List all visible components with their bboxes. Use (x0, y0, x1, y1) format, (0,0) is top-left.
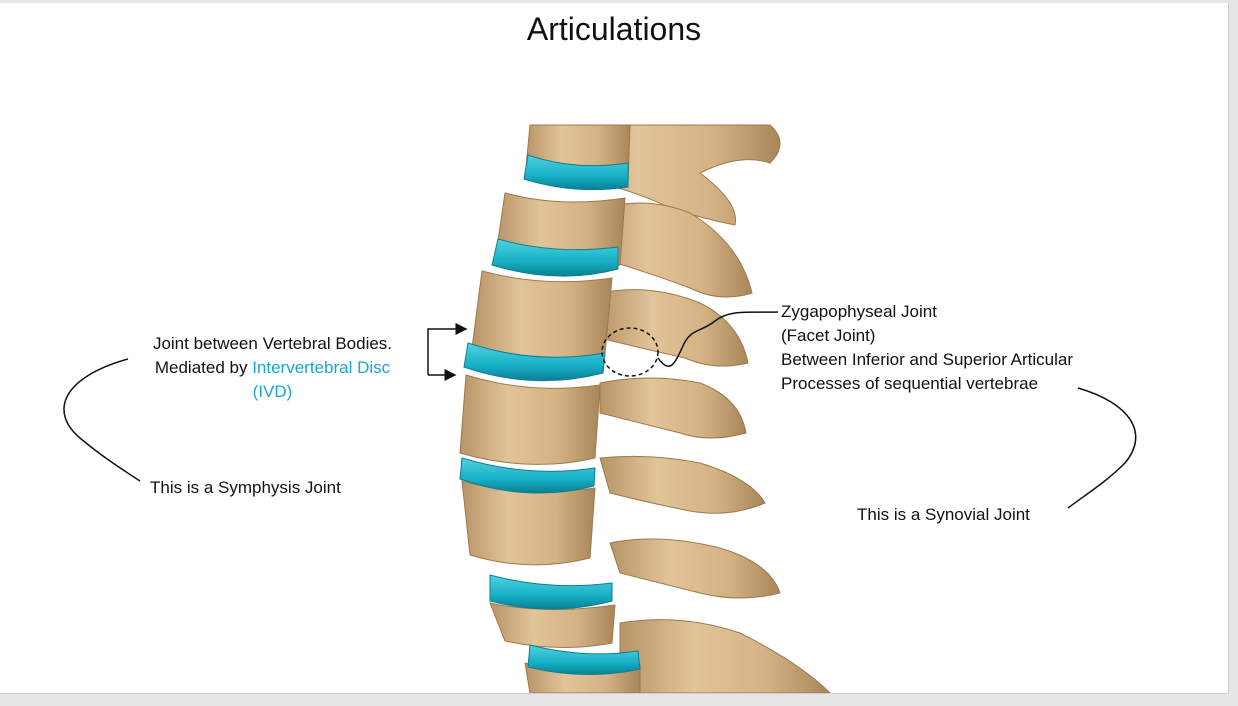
right-label-line2: (Facet Joint) (781, 326, 876, 345)
body-joint-bracket (427, 323, 468, 381)
symphysis-note: This is a Symphysis Joint (150, 478, 341, 497)
right-label-line3: Between Inferior and Superior Articular (781, 350, 1073, 369)
slide-title: Articulations (526, 11, 702, 47)
slide: Articulations (0, 3, 1229, 694)
right-label-line4: Processes of sequential vertebrae (781, 374, 1039, 393)
left-label-line2: Mediated by Intervertebral Disc (130, 356, 415, 380)
facet-joint-circle (601, 327, 659, 377)
symphysis-connector (63, 358, 141, 482)
left-label-prefix: Mediated by (154, 358, 253, 377)
spinous-processes (559, 124, 831, 693)
left-label-line1: Joint between Vertebral Bodies. (152, 334, 393, 353)
ivd-abbrev: (IVD) (252, 382, 293, 401)
ivd-term: Intervertebral Disc (252, 358, 391, 377)
right-label-line1: Zygapophyseal Joint (781, 302, 937, 321)
vertebral-body-joint-label: Joint between Vertebral Bodies. Mediated… (130, 332, 415, 404)
spine-illustration (63, 124, 1137, 693)
facet-connector (657, 311, 779, 368)
synovial-note: This is a Synovial Joint (857, 505, 1030, 524)
facet-joint-label: Zygapophyseal Joint (Facet Joint) Betwee… (781, 300, 1073, 396)
intervertebral-discs (459, 154, 641, 676)
synovial-connector (1067, 387, 1137, 509)
